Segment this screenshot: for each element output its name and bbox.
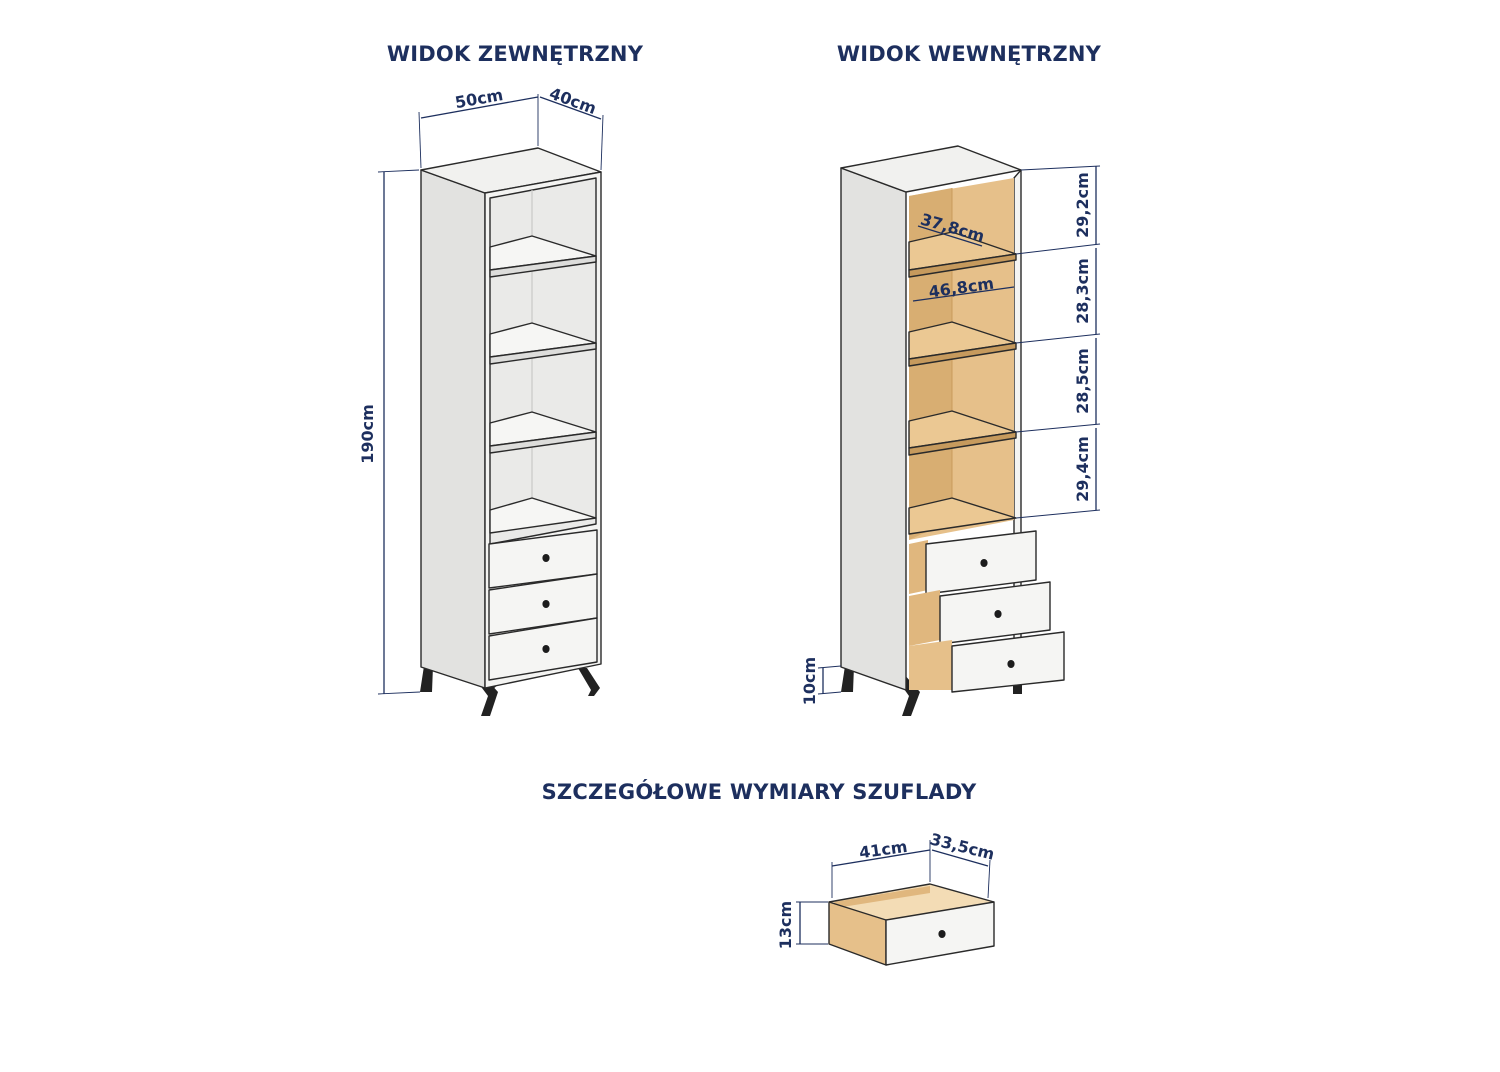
exterior-bookcase [420, 147, 602, 716]
interior-bookcase [840, 145, 1065, 716]
drawer-interior-floor [829, 884, 994, 920]
interior-shelf-2-edge [908, 342, 1017, 367]
drawer-width-line [831, 849, 931, 867]
label-drawer-height: 13cm [776, 901, 795, 949]
interior-drawer-3-side [909, 640, 952, 690]
interior-shelf-3-edge [908, 431, 1017, 456]
width-dimension-line [420, 96, 539, 119]
label-drawer-width: 41cm [858, 837, 909, 863]
title-drawer-dimensions: SZCZEGÓŁOWE WYMIARY SZUFLADY [541, 780, 977, 804]
interior-drawer-1-side [909, 540, 928, 594]
interior-shelves [908, 231, 1017, 535]
drawer-rim [828, 883, 995, 903]
exterior-drawer-2-knob [542, 600, 550, 608]
interior-shelf-1-edge [908, 253, 1017, 278]
label-exterior-width: 50cm [454, 85, 505, 112]
exterior-dimension-lines [377, 94, 604, 695]
label-compartment-2: 28,3cm [1073, 258, 1092, 324]
label-compartment-3: 28,5cm [1073, 348, 1092, 414]
drawer-dimension-lines [796, 840, 991, 945]
interior-leg-back-left [841, 666, 854, 692]
exterior-shelf-3-edge [489, 431, 597, 454]
interior-drawer-2-side [909, 590, 940, 646]
shelf-width-line [912, 286, 1015, 302]
label-leg-height: 10cm [800, 657, 819, 705]
label-compartment-1: 29,2cm [1073, 172, 1092, 238]
leg-front-left [470, 672, 498, 716]
drawer-depth-line [931, 849, 989, 867]
shelf-depth-line [917, 225, 983, 247]
leg-back-left [420, 666, 433, 692]
leg-front-right [578, 668, 600, 696]
exterior-drawer-3-knob [542, 645, 550, 653]
interior-drawer-1-knob [980, 559, 988, 567]
exterior-shelves [489, 235, 597, 534]
title-exterior-view: WIDOK ZEWNĘTRZNY [386, 42, 644, 66]
label-compartment-4: 29,4cm [1073, 436, 1092, 502]
label-exterior-depth: 40cm [547, 84, 599, 118]
title-interior-view: WIDOK WEWNĘTRZNY [836, 42, 1102, 66]
exterior-shelf-4 [489, 497, 597, 534]
interior-drawers [909, 530, 1065, 693]
interior-side-panel [840, 167, 907, 691]
drawer-detail [828, 883, 995, 966]
exterior-shelf-1-edge [489, 255, 597, 278]
interior-leg-front-left [892, 672, 920, 716]
interior-drawer-3-knob [1007, 660, 1015, 668]
drawer-back-inner [834, 886, 930, 908]
interior-dimension-lines [817, 165, 1101, 695]
exterior-drawers [488, 529, 598, 681]
interior-drawer-2-knob [994, 610, 1002, 618]
exterior-drawer-1-knob [542, 554, 550, 562]
drawer-knob [938, 930, 946, 938]
exterior-side-panel [420, 169, 486, 689]
exterior-shelf-2-edge [489, 342, 597, 365]
label-exterior-height: 190cm [358, 404, 377, 464]
depth-dimension-line [539, 96, 602, 120]
